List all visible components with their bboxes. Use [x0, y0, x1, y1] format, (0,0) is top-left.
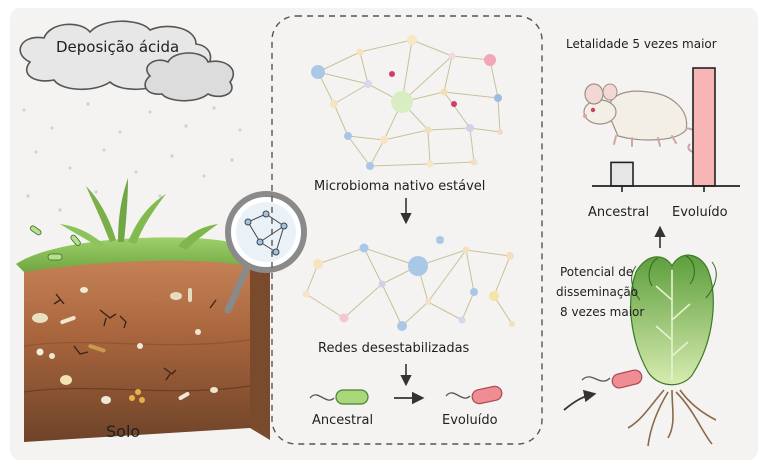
- mouse-icon: [583, 83, 711, 154]
- acid-cloud: [19, 20, 235, 102]
- soil-block: [16, 178, 272, 442]
- bar-evolved: [692, 67, 716, 187]
- evolved-bacterium-near-lettuce: [581, 369, 643, 389]
- native-network: [311, 35, 503, 170]
- lethality-title: Letalidade 5 vezes maior: [566, 37, 717, 51]
- evolved-bacterium-label: Evoluído: [442, 413, 498, 428]
- spread-line-1: Potencial de: [560, 265, 634, 279]
- destabilized-network: [302, 236, 515, 331]
- destabilized-networks-label: Redes desestabilizadas: [318, 341, 470, 356]
- ancestral-bacterium-label: Ancestral: [312, 413, 374, 428]
- arrow-to-lettuce: [563, 389, 597, 411]
- lettuce-icon: [627, 254, 717, 447]
- evolved-bacterium-icon: [445, 385, 503, 405]
- bar-label-evolved: Evoluído: [672, 205, 728, 220]
- bar-ancestral: [610, 161, 634, 187]
- lethality-chart: [592, 67, 740, 192]
- spread-line-2: disseminação: [556, 285, 639, 299]
- magnifying-glass-icon: [224, 191, 307, 314]
- soil-label: Solo: [106, 422, 141, 441]
- microbiome-panel: [271, 15, 543, 445]
- bar-label-ancestral: Ancestral: [588, 205, 650, 220]
- ancestral-bacterium-icon: [309, 389, 369, 405]
- spread-line-3: 8 vezes maior: [560, 305, 645, 319]
- acid-deposition-label: Deposição ácida: [56, 38, 180, 56]
- native-microbiome-label: Microbioma nativo estável: [314, 179, 486, 194]
